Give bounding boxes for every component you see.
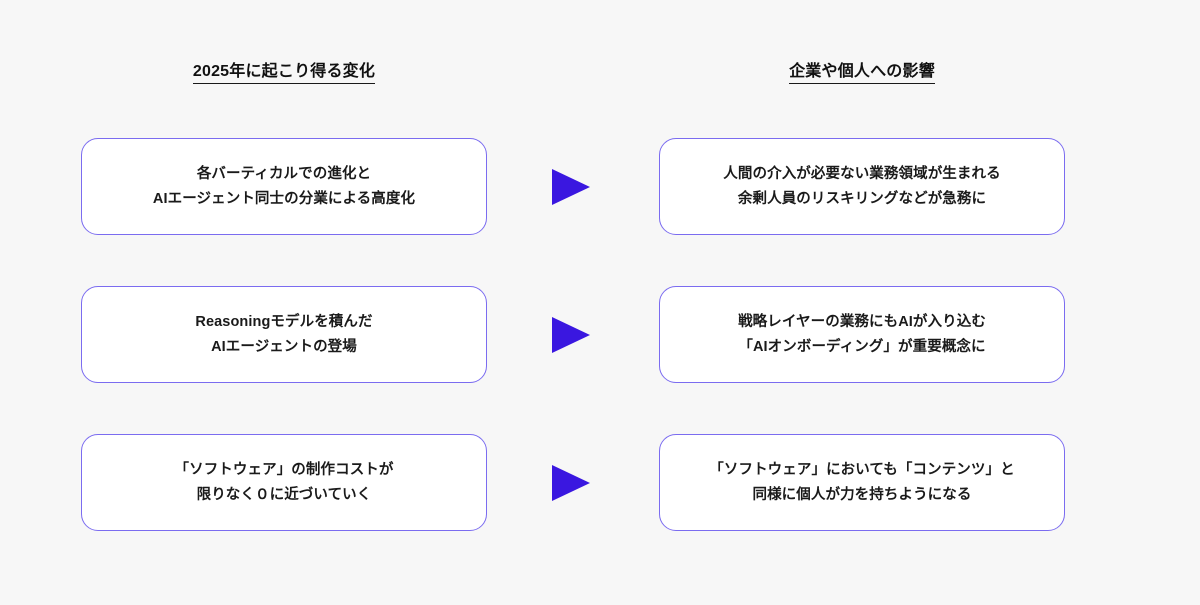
right-column-header: 企業や個人への影響 [659,61,1065,84]
flow-row: 各バーティカルでの進化と AIエージェント同士の分業による高度化 人間の介入が必… [0,138,1200,235]
change-card-2: Reasoningモデルを積んだ AIエージェントの登場 [81,286,487,383]
flow-arrow-1 [552,138,596,235]
change-card-3-text: 「ソフトウェア」の制作コストが 限りなく０に近づいていく [174,461,394,503]
right-arrow-icon [552,316,590,353]
flow-arrow-3 [552,434,596,531]
impact-card-2-text: 戦略レイヤーの業務にもAIが入り込む 「AIオンボーディング」が重要概念に [738,313,986,355]
change-card-2-text: Reasoningモデルを積んだ AIエージェントの登場 [195,313,373,355]
flow-row: 「ソフトウェア」の制作コストが 限りなく０に近づいていく 「ソフトウェア」におい… [0,434,1200,531]
left-column-header: 2025年に起こり得る変化 [81,61,487,84]
change-card-1-text: 各バーティカルでの進化と AIエージェント同士の分業による高度化 [152,165,416,207]
impact-card-1-text: 人間の介入が必要ない業務領域が生まれる 余剰人員のリスキリングなどが急務に [723,165,1001,207]
flow-arrow-2 [552,286,596,383]
impact-card-3-text: 「ソフトウェア」においても「コンテンツ」と 同様に個人が力を持ちようになる [709,461,1015,503]
impact-card-1: 人間の介入が必要ない業務領域が生まれる 余剰人員のリスキリングなどが急務に [659,138,1065,235]
column-headers: 2025年に起こり得る変化 企業や個人への影響 [0,0,1200,118]
left-column-header-label: 2025年に起こり得る変化 [192,63,376,84]
change-card-1: 各バーティカルでの進化と AIエージェント同士の分業による高度化 [81,138,487,235]
flow-diagram: 各バーティカルでの進化と AIエージェント同士の分業による高度化 人間の介入が必… [0,138,1200,531]
right-arrow-icon [552,168,590,205]
change-card-3: 「ソフトウェア」の制作コストが 限りなく０に近づいていく [81,434,487,531]
impact-card-2: 戦略レイヤーの業務にもAIが入り込む 「AIオンボーディング」が重要概念に [659,286,1065,383]
flow-row: Reasoningモデルを積んだ AIエージェントの登場 戦略レイヤーの業務にも… [0,286,1200,383]
right-column-header-label: 企業や個人への影響 [789,63,935,84]
impact-card-3: 「ソフトウェア」においても「コンテンツ」と 同様に個人が力を持ちようになる [659,434,1065,531]
right-arrow-icon [552,464,590,501]
